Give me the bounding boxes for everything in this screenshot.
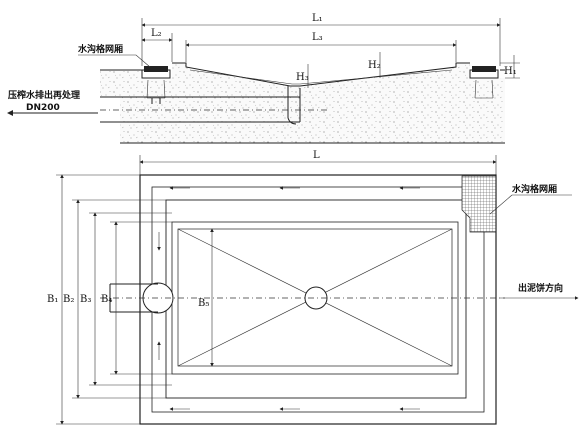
direction-label: 出泥饼方向 [518,282,563,294]
pipe-label: DN200 [26,103,60,113]
outlet-label: 压榨水排出再处理 [8,89,80,101]
grating-hatch [461,175,497,233]
plan-view: L 出泥饼方向 水沟格网厢 B₁ [47,150,579,425]
dim-L: L [313,150,320,161]
dim-L3: L₃ [312,32,323,43]
dim-B5: B₅ [198,298,209,309]
dim-H2: H₂ [368,60,381,71]
outlet-pipe [100,96,300,123]
dim-H1: H₁ [504,66,517,77]
section-ground [100,63,505,143]
dim-B2: B₂ [63,294,74,305]
dim-L2: L₂ [151,28,162,39]
dim-B3: B₃ [80,294,91,305]
section-grating-leader [78,54,151,68]
dim-B1: B₁ [47,294,58,305]
section-view: L₁ L₂ L₃ H₁ H₂ H₃ 水沟格网厢 压榨水排出再处理 DN200 [7,13,520,144]
plan-outer-wall [139,174,497,425]
right-trench [469,66,499,99]
dim-H1-line [500,55,520,79]
plan-pit-inner [177,228,453,367]
dim-B4: B₄ [101,294,112,305]
section-top-surface [100,62,505,87]
left-trench [141,66,171,104]
section-grating-label: 水沟格网厢 [78,43,123,55]
section-inner-slope [189,69,453,85]
dim-H3: H₃ [296,72,309,83]
plan-grating-label: 水沟格网厢 [512,183,557,195]
plan-grating-leader [489,194,572,215]
dim-L1: L₁ [312,13,323,24]
